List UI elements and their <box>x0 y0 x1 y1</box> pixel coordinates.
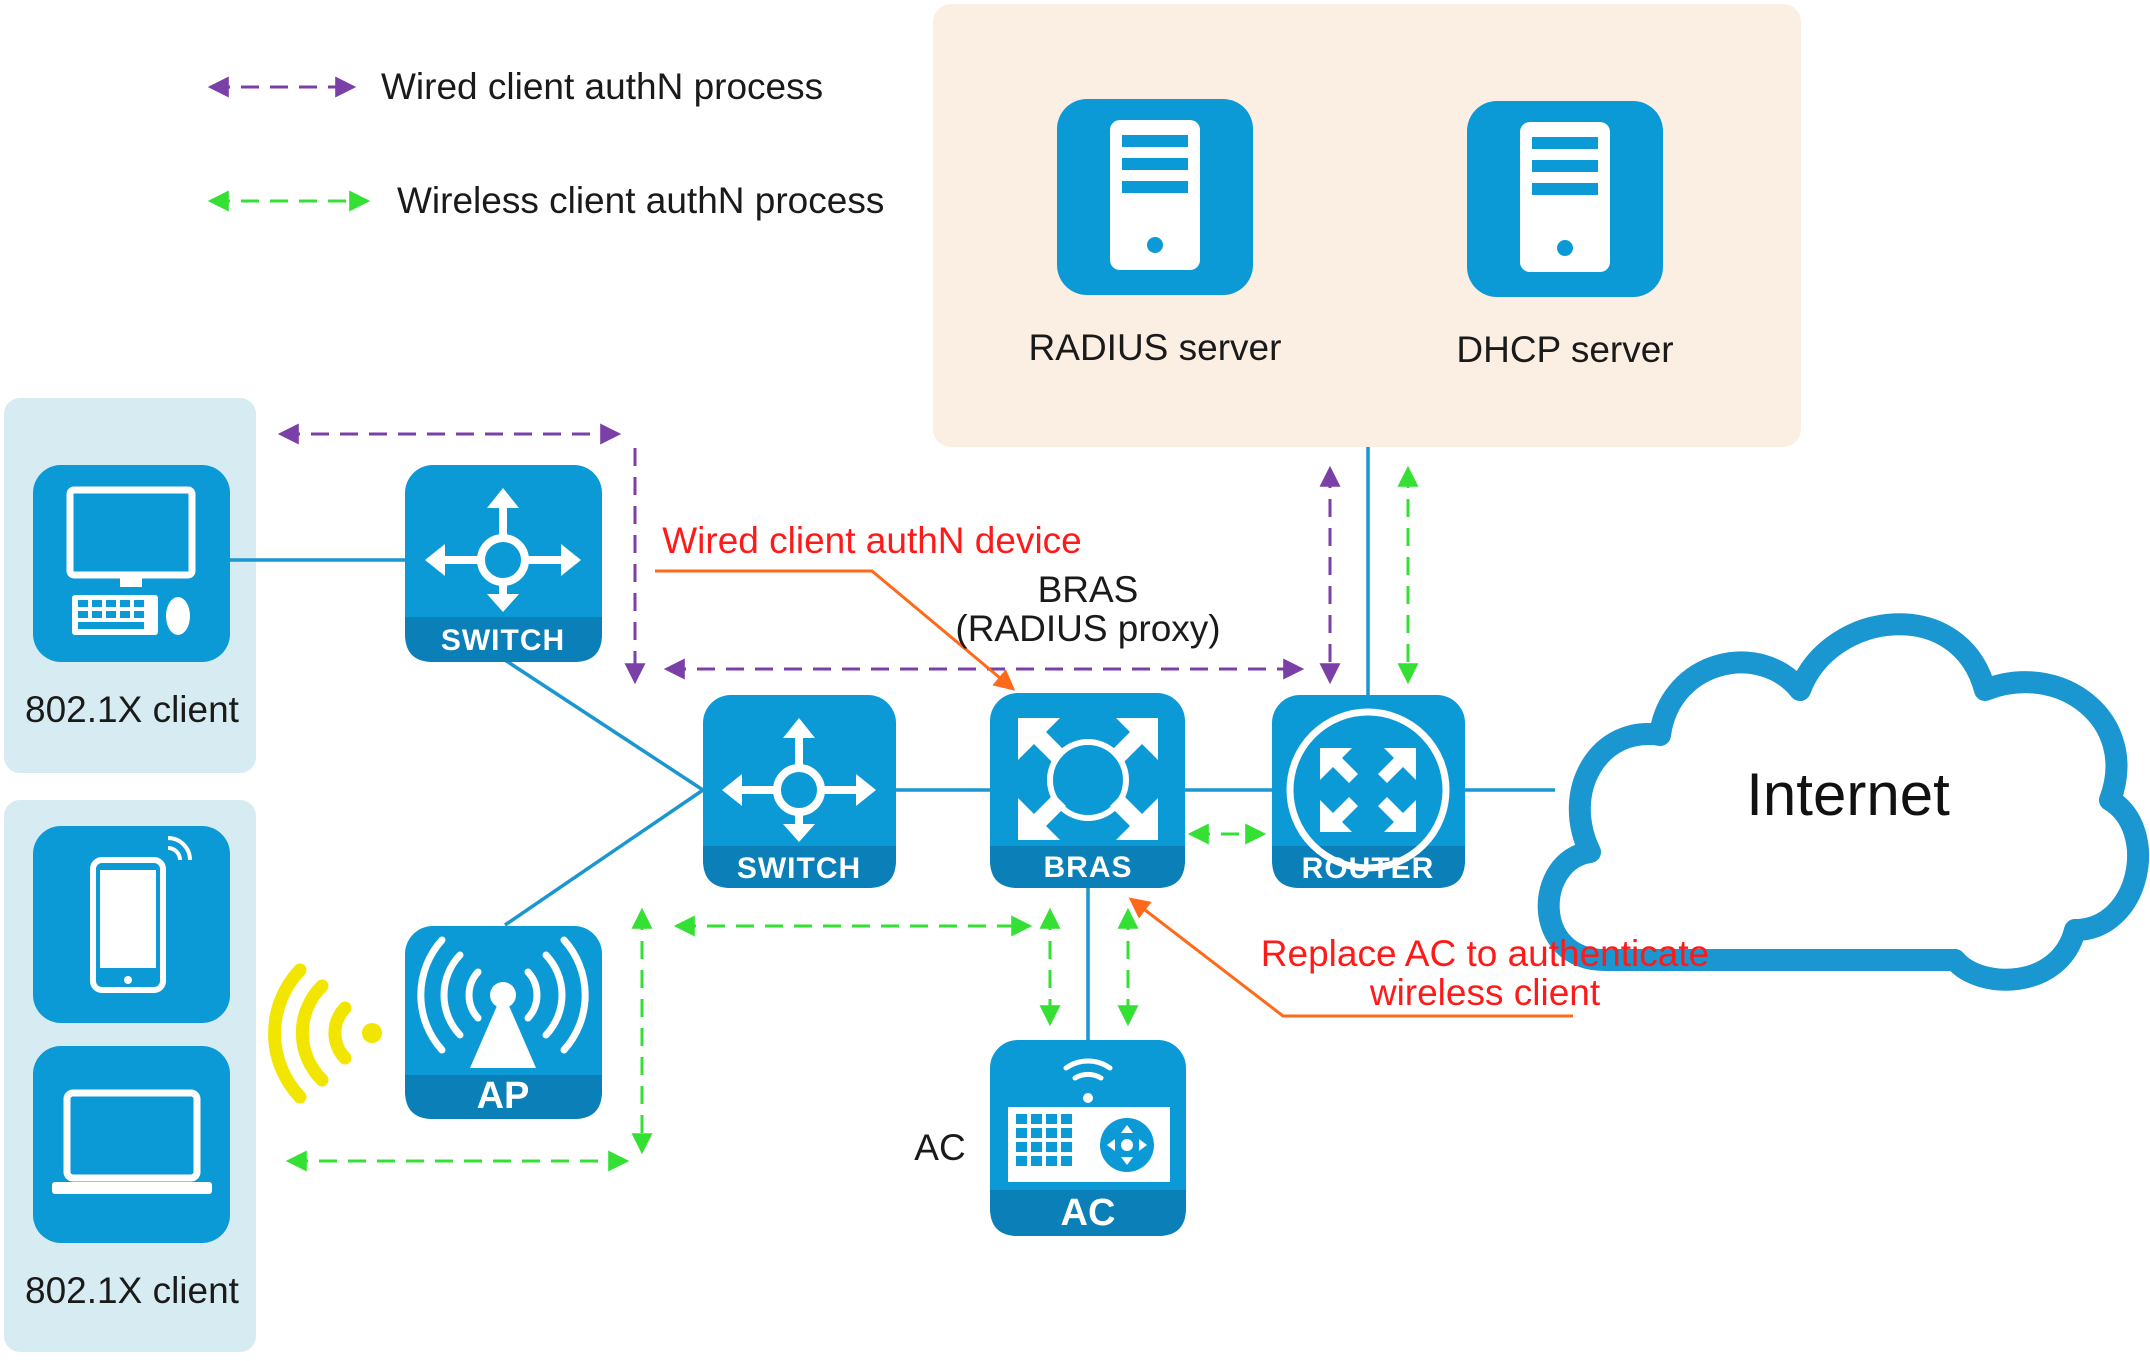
phone-client <box>33 826 230 1023</box>
network-links <box>230 447 1555 1040</box>
switch-arrows-icon <box>722 718 876 842</box>
bras-annotation-line2: (RADIUS proxy) <box>955 608 1220 649</box>
router-device: ROUTER <box>1272 695 1465 888</box>
antenna-icon <box>417 936 589 1068</box>
replace-ac-annotation-line1: Replace AC to authenticate <box>1261 933 1709 974</box>
bras-annotation-line1: BRAS <box>1038 569 1139 610</box>
internet-label: Internet <box>1746 761 1950 828</box>
radius-server: RADIUS server <box>1029 99 1282 368</box>
legend-wired-label: Wired client authN process <box>381 66 823 107</box>
legend-wireless-label: Wireless client authN process <box>397 180 884 221</box>
wired-client-label: 802.1X client <box>25 689 240 730</box>
ap-label: AP <box>477 1075 530 1117</box>
wired-device-pointer <box>655 569 1016 691</box>
dhcp-server-label: DHCP server <box>1456 329 1673 370</box>
bras-label: BRAS <box>1043 851 1132 884</box>
ac-device: AC <box>990 1040 1186 1236</box>
wireless-authn-arrows <box>285 465 1419 1172</box>
internet-cloud: Internet <box>1537 613 2150 991</box>
laptop-client: 802.1X client <box>25 1046 240 1311</box>
wired-authn-arrows <box>277 423 1341 685</box>
wireless-client-label: 802.1X client <box>25 1270 240 1311</box>
bras-device: BRAS <box>990 693 1185 888</box>
replace-ac-pointer <box>1128 897 1573 1018</box>
dhcp-server: DHCP server <box>1456 101 1674 370</box>
switch-1-label: SWITCH <box>441 624 565 657</box>
radius-server-label: RADIUS server <box>1029 327 1282 368</box>
switch-arrows-icon <box>425 488 581 612</box>
wired-device-annotation: Wired client authN device <box>662 520 1082 561</box>
legend: Wired client authN process Wireless clie… <box>207 66 884 221</box>
switch-2-label: SWITCH <box>737 852 861 885</box>
ac-controller-icon <box>1008 1058 1170 1182</box>
ap-device: AP <box>405 926 602 1119</box>
bras-icon <box>1018 718 1158 840</box>
replace-ac-annotation-line2: wireless client <box>1369 972 1601 1013</box>
wifi-signal-icon <box>268 963 382 1104</box>
router-icon <box>1286 708 1450 872</box>
switch-device-1: SWITCH <box>405 465 602 662</box>
desktop-client: 802.1X client <box>25 465 240 730</box>
ac-side-label: AC <box>914 1127 965 1168</box>
switch-device-2: SWITCH <box>703 695 896 888</box>
router-label: ROUTER <box>1302 852 1435 885</box>
ac-label: AC <box>1061 1192 1116 1234</box>
